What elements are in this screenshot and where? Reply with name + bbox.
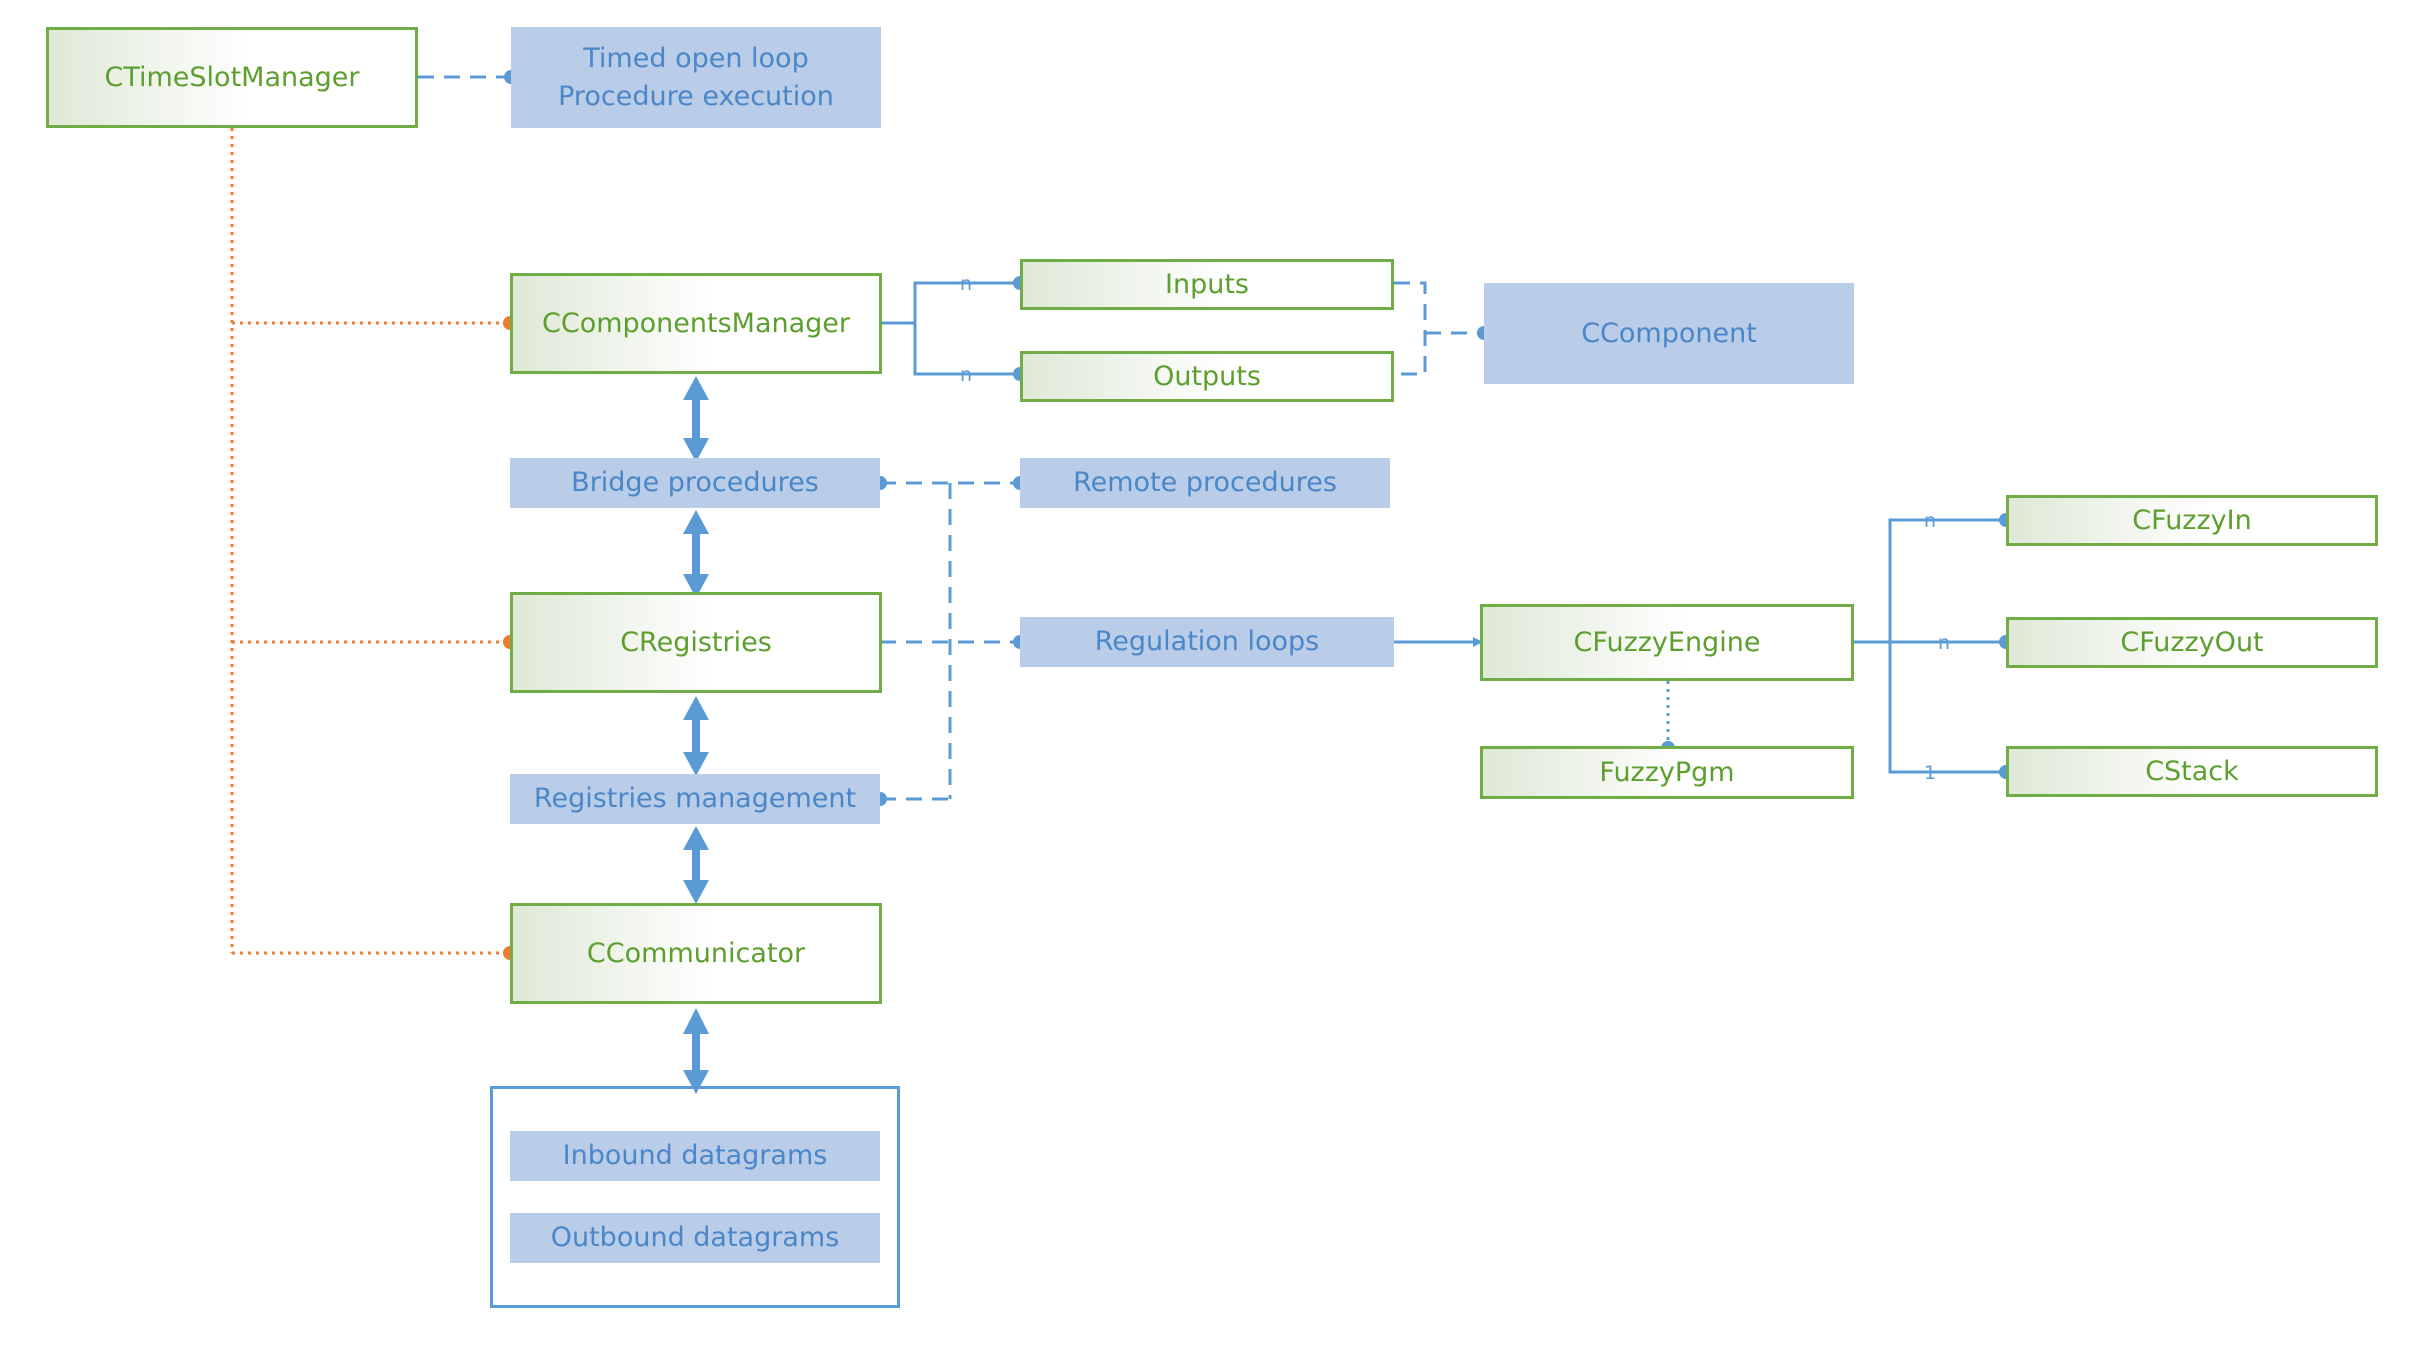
double-arrows — [683, 376, 709, 1094]
node-cfuzzyout-label: CFuzzyOut — [2120, 626, 2264, 658]
double-arrow-bridge-registries — [683, 510, 709, 598]
node-inputs[interactable]: Inputs — [1020, 259, 1394, 310]
node-cfuzzyin-label: CFuzzyIn — [2132, 504, 2252, 536]
double-arrow-registries-management — [683, 696, 709, 776]
node-ccommunicator[interactable]: CCommunicator — [510, 903, 882, 1004]
node-bridge-procedures[interactable]: Bridge procedures — [510, 458, 880, 508]
node-cregistries-label: CRegistries — [620, 626, 772, 658]
node-inbound-datagrams-label: Inbound datagrams — [562, 1140, 828, 1171]
node-regulation-loops[interactable]: Regulation loops — [1020, 617, 1394, 667]
connector-procedures-network — [880, 481, 1020, 801]
multiplicity-inputs: n — [960, 273, 972, 295]
node-ctimeslotmanager[interactable]: CTimeSlotManager — [46, 27, 418, 128]
node-ccomponent[interactable]: CComponent — [1484, 283, 1854, 384]
double-arrow-manager-bridge — [683, 376, 709, 462]
node-timed-open-loop-line1: Timed open loop — [583, 42, 809, 74]
node-remote-procedures-label: Remote procedures — [1073, 467, 1337, 498]
datagrams-container — [490, 1086, 900, 1308]
connector-io-to-component — [1394, 281, 1484, 376]
node-ccomponent-label: CComponent — [1581, 317, 1757, 349]
node-bridge-procedures-label: Bridge procedures — [571, 467, 819, 498]
connector-timeslot-tree — [230, 128, 510, 955]
node-regulation-loops-label: Regulation loops — [1094, 626, 1320, 657]
multiplicity-cstack: 1 — [1924, 762, 1936, 784]
node-ccomponentsmanager[interactable]: CComponentsManager — [510, 273, 882, 374]
node-outputs-label: Outputs — [1153, 360, 1261, 392]
node-remote-procedures[interactable]: Remote procedures — [1020, 458, 1390, 508]
node-fuzzypgm-label: FuzzyPgm — [1599, 756, 1735, 788]
node-inputs-label: Inputs — [1165, 268, 1249, 300]
double-arrow-management-communicator — [683, 826, 709, 904]
node-ccommunicator-label: CCommunicator — [586, 937, 806, 969]
node-inbound-datagrams[interactable]: Inbound datagrams — [510, 1131, 880, 1181]
node-outputs[interactable]: Outputs — [1020, 351, 1394, 402]
node-timed-open-loop-line2: Procedure execution — [558, 80, 834, 112]
node-cregistries[interactable]: CRegistries — [510, 592, 882, 693]
multiplicity-cfuzzyin: n — [1924, 510, 1936, 532]
node-cfuzzyin[interactable]: CFuzzyIn — [2006, 495, 2378, 546]
connector-timeslot-to-timed — [418, 70, 518, 84]
node-cfuzzyout[interactable]: CFuzzyOut — [2006, 617, 2378, 668]
node-outbound-datagrams-label: Outbound datagrams — [550, 1222, 840, 1253]
connector-engine-to-children — [1854, 518, 2006, 774]
multiplicity-outputs: n — [960, 364, 972, 386]
connector-manager-to-io — [880, 281, 1020, 376]
node-ctimeslotmanager-label: CTimeSlotManager — [104, 61, 360, 93]
node-registries-management-label: Registries management — [533, 783, 857, 814]
node-registries-management[interactable]: Registries management — [510, 774, 880, 824]
node-cfuzzyengine[interactable]: CFuzzyEngine — [1480, 604, 1854, 681]
multiplicity-cfuzzyout: n — [1938, 632, 1950, 654]
double-arrow-communicator-datagrams — [683, 1008, 709, 1094]
node-outbound-datagrams[interactable]: Outbound datagrams — [510, 1213, 880, 1263]
node-ccomponentsmanager-label: CComponentsManager — [541, 307, 851, 339]
node-fuzzypgm[interactable]: FuzzyPgm — [1480, 746, 1854, 799]
node-timed-open-loop[interactable]: Timed open loop Procedure execution — [511, 27, 881, 128]
node-cstack[interactable]: CStack — [2006, 746, 2378, 797]
node-cstack-label: CStack — [2145, 755, 2239, 787]
node-cfuzzyengine-label: CFuzzyEngine — [1573, 626, 1761, 658]
